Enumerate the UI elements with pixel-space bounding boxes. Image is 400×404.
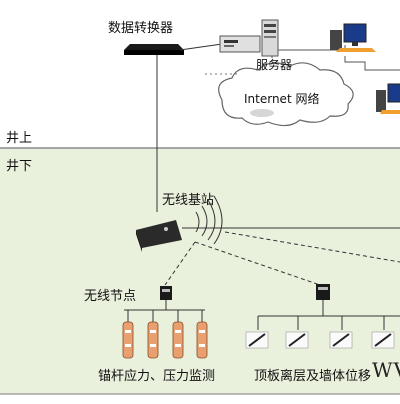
wireless-base-station-label: 无线基站 [162, 193, 215, 208]
internet-label: Internet 网络 [244, 92, 320, 106]
underground-label: 井下 [6, 159, 33, 174]
above-ground-label: 井上 [6, 131, 33, 146]
server-label: 服务器 [256, 58, 293, 72]
cloud-icon [218, 62, 354, 127]
watermark-text: WV [372, 358, 400, 382]
wireless-node-label: 无线节点 [84, 289, 137, 304]
anchor-monitoring-label: 锚杆应力、压力监测 [98, 369, 216, 384]
wireless-base-station-icon [136, 220, 182, 252]
roof-monitoring-label: 顶板离层及墙体位移 [254, 369, 372, 384]
data-converter-icon [124, 44, 184, 55]
anchor-sensor-group [122, 310, 208, 359]
displacement-sensor-group [245, 316, 395, 349]
computer-icon [376, 83, 400, 114]
signal-waves-icon [195, 195, 223, 245]
wireless-node-icon [160, 286, 172, 310]
wireless-node-icon [316, 284, 330, 316]
computer-icon [330, 23, 376, 52]
data-converter-label: 数据转换器 [108, 21, 174, 36]
server-icon [219, 19, 279, 57]
